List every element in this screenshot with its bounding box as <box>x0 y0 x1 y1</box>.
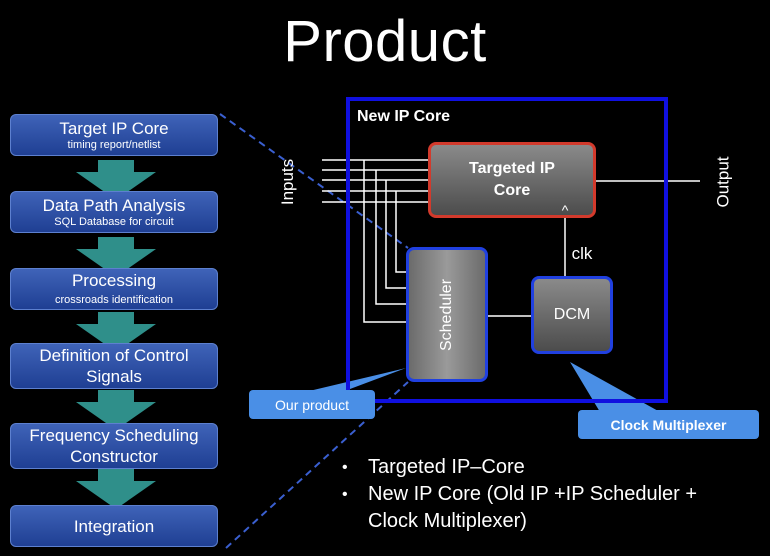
flow-step-label: Processing <box>71 271 157 290</box>
scheduler-block: Scheduler <box>406 247 488 382</box>
flow-step-sublabel: crossroads identification <box>54 294 173 306</box>
input-branch <box>385 180 408 289</box>
bullet-list: Targeted IP–Core New IP Core (Old IP +IP… <box>340 454 728 535</box>
dashed-zoom-line-bottom <box>225 381 409 549</box>
dcm-label: DCM <box>553 306 591 323</box>
inputs-label: Inputs <box>262 159 314 205</box>
flow-step-label: Target IP Core <box>59 118 169 138</box>
flow-step-processing: Processing crossroads identification <box>10 268 218 310</box>
output-label: Output <box>697 156 751 207</box>
slide-title: Product <box>283 9 487 74</box>
callout-our-product: Our product <box>249 390 375 419</box>
scheduler-label: Scheduler <box>437 278 455 351</box>
flow-step-label: Definition of Control Signals <box>39 346 189 386</box>
flow-step-integration: Integration <box>10 505 218 547</box>
flow-step-frequency-scheduling: Frequency Scheduling Constructor <box>10 423 218 469</box>
callout-pointer <box>305 368 406 392</box>
flow-step-label: Data Path Analysis <box>42 195 186 215</box>
flow-step-label: Frequency Scheduling Constructor <box>29 426 199 466</box>
new-ip-core-frame <box>346 97 668 403</box>
flow-step-sublabel: SQL Database for circuit <box>54 215 174 228</box>
dcm-block: DCM <box>531 276 613 354</box>
input-branch <box>395 191 408 273</box>
input-branch <box>363 160 408 323</box>
targeted-ip-core-block: Targeted IP Core <box>428 142 596 218</box>
input-branch <box>375 170 408 305</box>
flow-arrow-icon <box>76 469 156 509</box>
inputs-label-text: Inputs <box>278 158 297 206</box>
targeted-ip-core-label: Targeted IP Core <box>469 160 555 199</box>
bullet-item: New IP Core (Old IP +IP Scheduler + Cloc… <box>340 481 728 535</box>
flow-step-target-ip-core: Target IP Core timing report/netlist <box>10 114 218 156</box>
clk-label: clk <box>571 244 593 263</box>
output-label-text: Output <box>713 156 733 208</box>
callout-clock-multiplexer: Clock Multiplexer <box>578 410 759 439</box>
flow-step-sublabel: timing report/netlist <box>67 138 161 151</box>
bullet-item: Targeted IP–Core <box>340 454 728 481</box>
clk-caret-icon: ^ <box>561 202 569 218</box>
flow-step-data-path-analysis: Data Path Analysis SQL Database for circ… <box>10 191 218 233</box>
flow-step-label: Integration <box>73 516 155 536</box>
flow-step-definition-control-signals: Definition of Control Signals <box>10 343 218 389</box>
new-ip-core-label: New IP Core <box>357 108 451 125</box>
